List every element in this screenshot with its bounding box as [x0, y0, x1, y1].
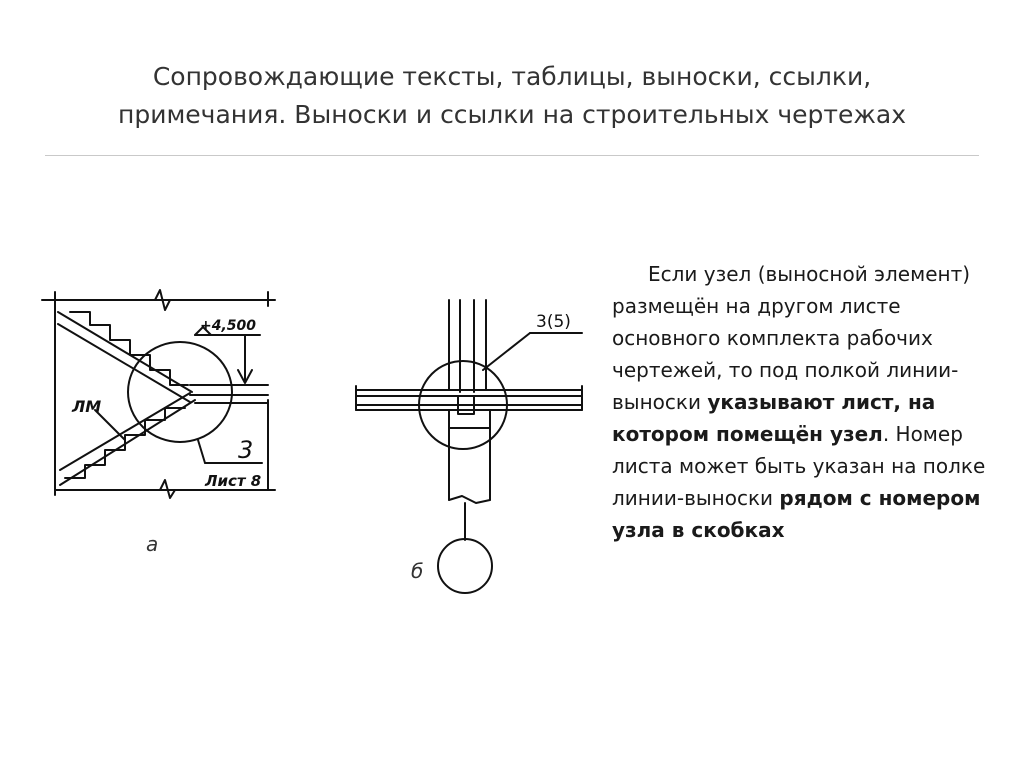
- text-intro: Если узел (выносной элемент) размещён на…: [612, 262, 971, 414]
- figure-a-drawing: [41, 289, 276, 499]
- title-line-1: Сопровождающие тексты, таблицы, выноски,…: [152, 62, 872, 91]
- callout-label: 3(5): [536, 312, 571, 332]
- explanation-text: Если узел (выносной элемент) размещён на…: [612, 258, 1012, 546]
- figure-b-caption: б: [411, 559, 423, 583]
- sheet-reference-label: Лист 8: [204, 472, 261, 490]
- node-number-label: 3: [238, 436, 253, 464]
- stair-flight-label: ЛМ: [71, 397, 101, 416]
- text-middle: . Номер листа может быть указан на полке…: [612, 422, 986, 510]
- explanation-paragraph: Если узел (выносной элемент) размещён на…: [612, 258, 1012, 546]
- elevation-label: +4,500: [200, 318, 256, 334]
- title-line-2: примечания. Выноски и ссылки на строител…: [117, 100, 906, 129]
- figure-a-caption: а: [146, 532, 158, 556]
- text-emphasis-sheet: указывают лист, на котором помещён узел: [612, 390, 936, 446]
- drawing-figures: +4,500 ЛМ 3 Лист 8 а 3(5) б: [41, 289, 583, 594]
- slide-title: Сопровождающие тексты, таблицы, выноски,…: [0, 58, 1024, 134]
- figure-b-drawing: [355, 299, 583, 594]
- text-emphasis-brackets: рядом с номером узла в скобках: [612, 486, 981, 542]
- title-divider: [45, 155, 979, 156]
